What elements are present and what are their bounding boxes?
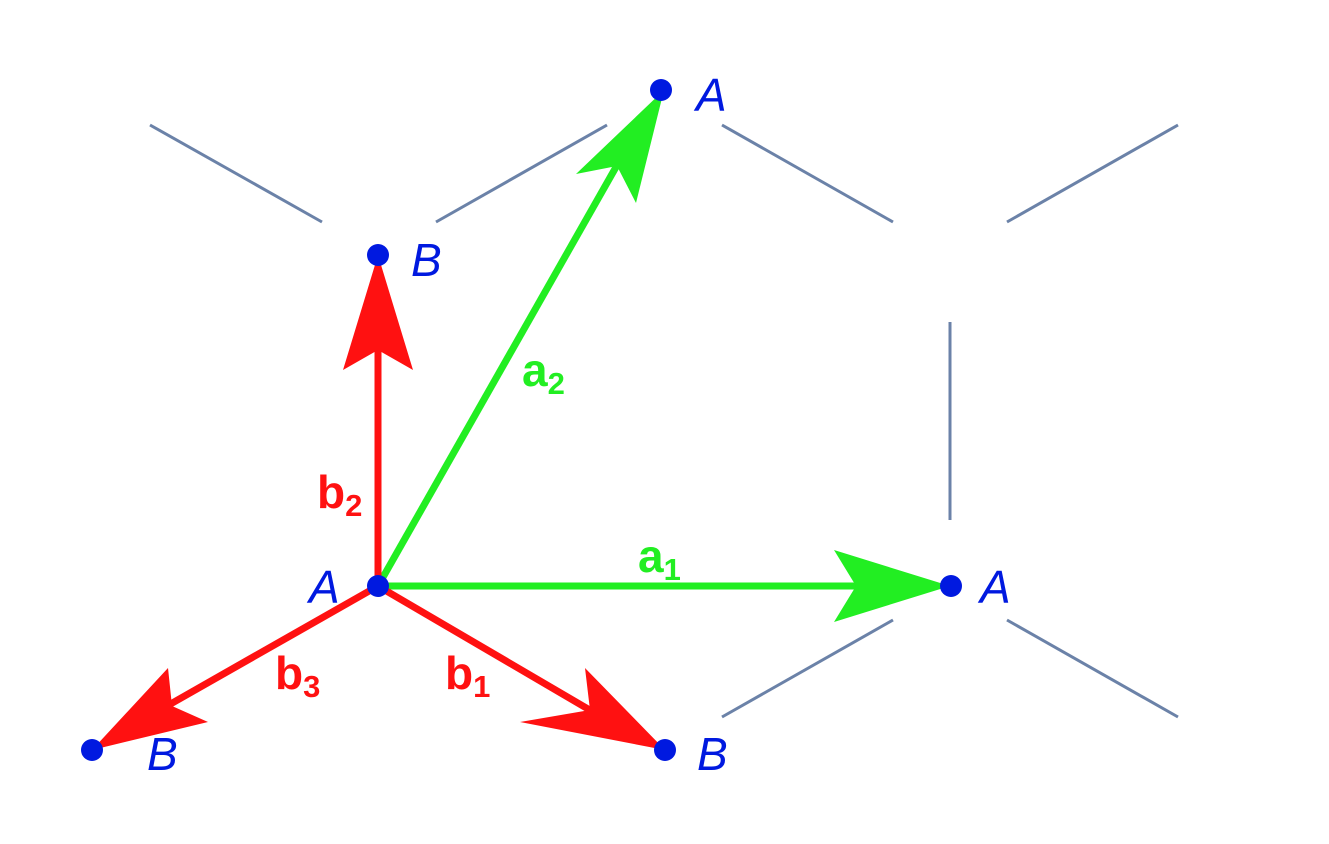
site-label-b-lower-right: B [697, 728, 728, 780]
vector-label-b1: b1 [445, 647, 490, 704]
vector-b1-arrowhead [520, 668, 665, 750]
a-vectors [374, 90, 950, 622]
vector-a2 [374, 90, 664, 588]
site-label-b-lower-left: B [147, 728, 178, 780]
vector-a2-arrowhead [576, 90, 664, 203]
site-dot-b-upper [367, 244, 389, 266]
bond-segment [1006, 123, 1179, 224]
site-dot-b-lower-right [654, 739, 676, 761]
vector-b3-arrowhead [92, 668, 208, 750]
vector-a1-arrowhead [834, 550, 950, 622]
vector-label-b3: b3 [275, 647, 320, 704]
site-dot-b-lower-left [81, 739, 103, 761]
site-dot-a-origin [367, 575, 389, 597]
vector-b3-shaft [158, 582, 380, 714]
bond-segment [721, 618, 894, 719]
site-dot-a-right [940, 575, 962, 597]
site-label-b-upper: B [411, 234, 442, 286]
bond-segment [721, 123, 894, 224]
b-vectors [92, 255, 665, 750]
bond-segment [435, 123, 608, 224]
site-label-a-right: A [977, 561, 1011, 613]
vector-label-a1: a1 [638, 530, 681, 587]
bond-segment [149, 123, 323, 224]
vector-b1-shaft [376, 582, 602, 720]
site-dot-a-top [650, 79, 672, 101]
vector-b3 [92, 582, 380, 750]
site-label-a-top: A [693, 69, 727, 121]
vector-a2-shaft [374, 158, 624, 588]
lattice-bonds [149, 123, 1179, 719]
vector-b1 [376, 582, 665, 750]
site-label-a-origin: A [306, 561, 340, 613]
lattice-sites [81, 79, 962, 761]
vector-label-a2: a2 [522, 344, 565, 401]
vector-label-b2: b2 [317, 466, 362, 523]
bond-segment [1006, 618, 1179, 719]
vector-b2 [343, 255, 413, 586]
vector-a1 [378, 550, 950, 622]
vector-b2-arrowhead [343, 255, 413, 370]
